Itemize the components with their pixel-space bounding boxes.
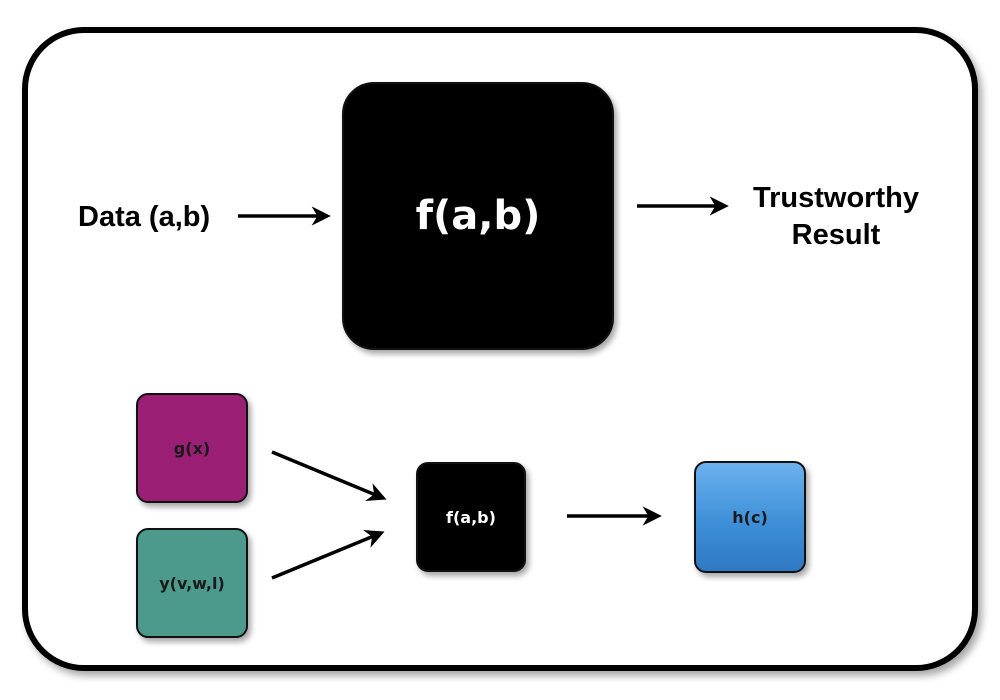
input-label: Data (a,b)	[78, 201, 211, 233]
y-node: y(v,w,l)	[136, 528, 248, 638]
main-function-label: f(a,b)	[415, 193, 541, 239]
main-function-box: f(a,b)	[342, 82, 614, 350]
f-node: f(a,b)	[416, 462, 526, 572]
g-node: g(x)	[136, 393, 248, 503]
arrow-g-to-f	[271, 450, 387, 501]
output-label-line2: Result	[791, 219, 881, 251]
output-label-line1: Trustworthy	[753, 182, 919, 214]
output-label: Trustworthy Result	[740, 180, 932, 254]
y-node-label: y(v,w,l)	[159, 573, 225, 593]
arrow-y-to-f	[271, 529, 385, 580]
f-node-label: f(a,b)	[446, 507, 496, 527]
g-node-label: g(x)	[173, 438, 211, 458]
h-node: h(c)	[694, 461, 806, 573]
h-node-label: h(c)	[732, 507, 768, 527]
